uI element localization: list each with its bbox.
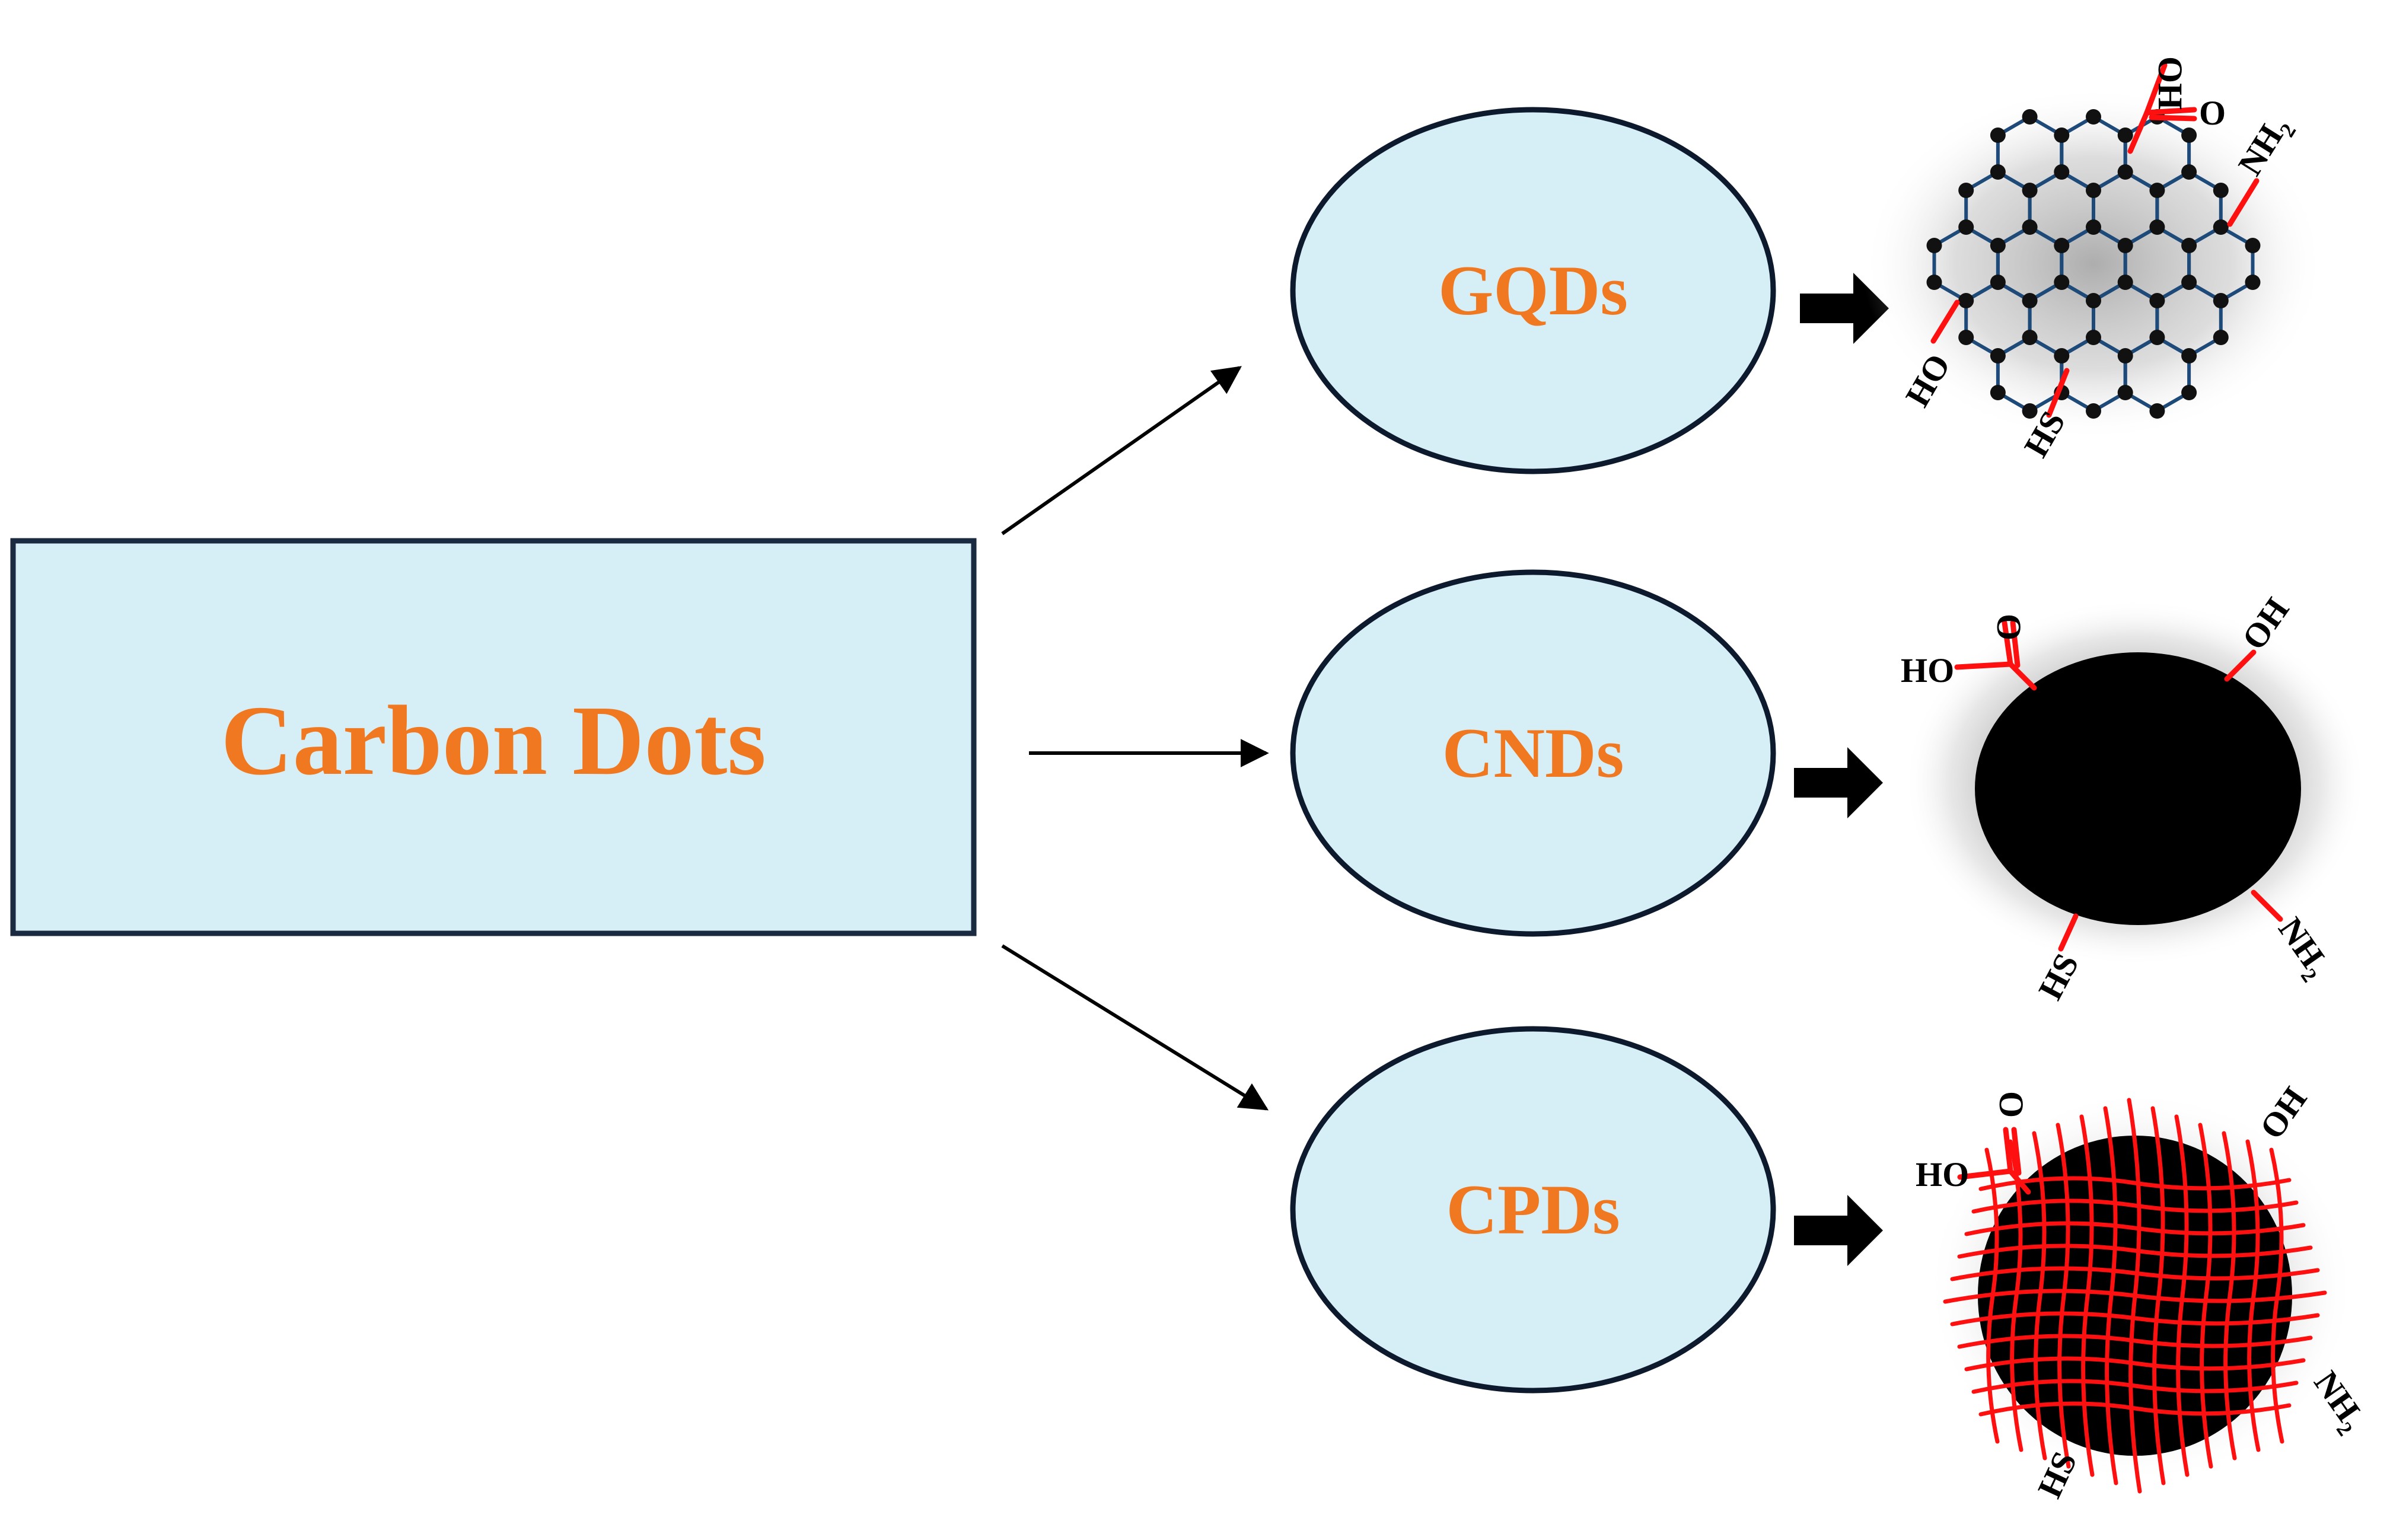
carbon-atom [1990, 164, 2006, 180]
carbon-atom [1958, 219, 1974, 235]
cnds-label: CNDs [1442, 713, 1624, 792]
carbon-atom [1926, 238, 1942, 253]
polymer-strand [1971, 1198, 2299, 1214]
carbon-atom [2181, 275, 2197, 290]
carbon-atom [2213, 183, 2229, 198]
gqds-label: GQDs [1438, 251, 1628, 330]
polymer-strand [1950, 1311, 2320, 1327]
carbon-atom [2117, 385, 2133, 400]
gqd-structure-icon: OH O NH2 HO HS [1862, 56, 2325, 464]
carbon-atom [2213, 219, 2229, 235]
cnd-ho-left: HO [1901, 651, 1954, 690]
thick-arrow-icon [1794, 747, 1883, 818]
carbon-dots-box: Carbon Dots [10, 538, 977, 936]
carbon-dots-label: Carbon Dots [221, 685, 766, 796]
thin-arrow-icon [1001, 366, 1242, 535]
polymer-strand [2008, 1139, 2023, 1452]
carbon-atom [2213, 330, 2229, 345]
carbon-atom [2181, 164, 2197, 180]
carbon-atom [2054, 275, 2070, 290]
carbon-atom [2181, 348, 2197, 364]
carbon-atom [2022, 219, 2038, 235]
carbon-atom [2086, 330, 2101, 345]
carbon-atom [1958, 330, 1974, 345]
carbon-atom [1958, 293, 1974, 308]
carbon-atom [2245, 275, 2261, 290]
carbon-atom [2022, 293, 2038, 308]
polymer-strand [2056, 1123, 2071, 1469]
carbon-atom [2213, 293, 2229, 308]
polymer-strand [1984, 1147, 2000, 1444]
carbon-atom [2149, 219, 2165, 235]
carbon-atom [2022, 109, 2038, 125]
polymer-strand [2198, 1123, 2213, 1469]
carbon-atom [2149, 330, 2165, 345]
polymer-strand [1957, 1334, 2313, 1349]
carbon-atom [2022, 183, 2038, 198]
thick-arrow-icon [1794, 1195, 1883, 1266]
carbon-atom [2086, 219, 2101, 235]
cpds-node: CPDs [1290, 1026, 1776, 1394]
thin-arrow-icon [1001, 944, 1269, 1111]
polymer-strand [2245, 1139, 2261, 1452]
polymer-strand [2150, 1106, 2166, 1485]
polymer-strand [1957, 1244, 2313, 1259]
carbon-atom [2022, 330, 2038, 345]
polymer-strand [2032, 1131, 2047, 1461]
carbon-atom [1990, 385, 2006, 400]
carbon-atom [2054, 127, 2070, 143]
cpds-label: CPDs [1446, 1170, 1620, 1249]
carbon-atom [1990, 275, 2006, 290]
carbon-atom [2149, 293, 2165, 308]
carbon-atom [2181, 238, 2197, 253]
carbon-atom [1990, 127, 2006, 143]
carbon-atom [2117, 348, 2133, 364]
polymer-strand [1950, 1266, 2320, 1281]
cpd-ho-left: HO [1916, 1155, 1969, 1194]
carbon-atom [2181, 385, 2197, 400]
polymer-strand [2222, 1131, 2237, 1461]
gqds-node: GQDs [1290, 107, 1776, 474]
cnd-structure-icon: O HO OH HS NH2 [1901, 591, 2366, 1006]
carbon-atom [2117, 275, 2133, 290]
carbon-atom [2149, 403, 2165, 419]
gqd-oh-top: OH [2151, 56, 2190, 110]
carbon-atom [2149, 183, 2165, 198]
cpd-structure-icon: O HO OH HS NH2 [1916, 1080, 2367, 1503]
cpd-o-top: O [1992, 1091, 2031, 1118]
carbon-atom [2086, 403, 2101, 419]
polymer-strand [2103, 1106, 2118, 1485]
carbon-atom [2181, 127, 2197, 143]
carbon-atom [2086, 183, 2101, 198]
cnds-node: CNDs [1290, 569, 1776, 937]
polymer-strand [1971, 1379, 2299, 1394]
polymer-strand [2079, 1114, 2095, 1477]
carbon-atom [1990, 238, 2006, 253]
carbon-atom [1926, 275, 1942, 290]
polymer-strand [2127, 1098, 2142, 1494]
gqd-o-top: O [2199, 94, 2226, 132]
carbon-atom [2054, 164, 2070, 180]
carbon-atom [2022, 403, 2038, 419]
polymer-strand [2174, 1114, 2190, 1477]
carbon-atom [1990, 348, 2006, 364]
carbon-atom [2054, 238, 2070, 253]
carbon-atom [2117, 127, 2133, 143]
polymer-strand [2269, 1147, 2284, 1444]
carbon-atom [2117, 164, 2133, 180]
carbon-atom [2086, 293, 2101, 308]
carbon-atom [2054, 348, 2070, 364]
polymer-strand [1978, 1176, 2292, 1191]
carbon-atom [2086, 109, 2101, 125]
polymer-strand [1978, 1401, 2292, 1417]
cnd-o-top: O [1990, 614, 2028, 640]
carbon-atom [2245, 238, 2261, 253]
carbon-atom [2117, 238, 2133, 253]
carbon-atom [1958, 183, 1974, 198]
